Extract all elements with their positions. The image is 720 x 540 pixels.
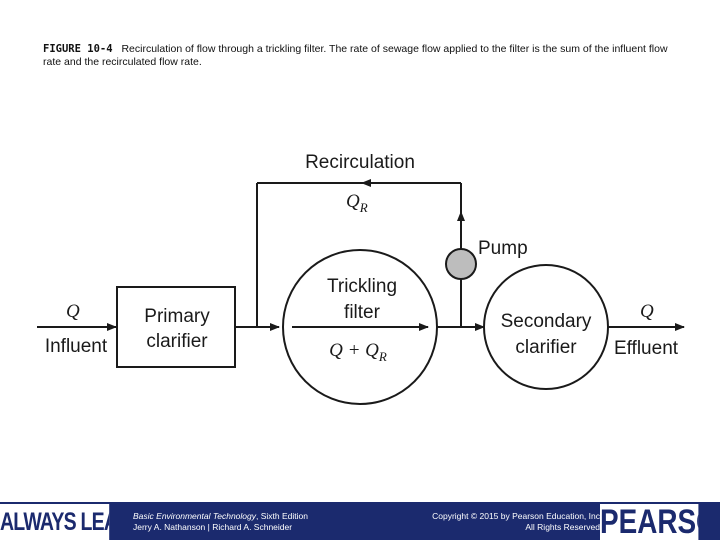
- recirculation-label: Recirculation: [305, 152, 415, 173]
- trickling-filter-label-line1: Trickling: [327, 276, 397, 297]
- trickling-filter-label-line2: filter: [344, 302, 381, 323]
- pearson-logo: PEARSON: [600, 504, 699, 540]
- copyright-text: Copyright © 2015 by Pearson Education, I…: [432, 511, 600, 521]
- pump-icon: [445, 248, 477, 280]
- book-credit: Basic Environmental Technology, Sixth Ed…: [133, 511, 308, 533]
- book-title: Basic Environmental Technology: [133, 511, 257, 521]
- primary-clarifier-label-line1: Primary: [144, 306, 210, 327]
- book-edition: , Sixth Edition: [256, 511, 308, 521]
- primary-clarifier-label-line2: clarifier: [146, 331, 208, 352]
- pump-label: Pump: [478, 238, 528, 259]
- copyright-notice: Copyright © 2015 by Pearson Education, I…: [396, 511, 600, 533]
- secondary-clarifier-label-line1: Secondary: [501, 311, 592, 332]
- filter-flow-label: Q + QR: [329, 340, 387, 364]
- influent-label: Influent: [45, 336, 108, 357]
- influent-flow-label: Q: [66, 301, 80, 322]
- always-learning-logo: ALWAYS LEARNING: [0, 504, 110, 540]
- recirculation-flow-label: QR: [346, 191, 368, 215]
- effluent-label: Effluent: [614, 338, 679, 359]
- book-authors: Jerry A. Nathanson | Richard A. Schneide…: [133, 522, 293, 532]
- rights-text: All Rights Reserved: [525, 522, 600, 532]
- figure-label: FIGURE 10-4: [43, 43, 113, 55]
- flow-diagram: Recirculation QR Pump Q Influent Primary…: [37, 152, 685, 405]
- book-title-line: Basic Environmental Technology, Sixth Ed…: [133, 511, 308, 522]
- caption-text: Recirculation of flow through a tricklin…: [43, 43, 668, 68]
- secondary-clarifier-label-line2: clarifier: [515, 337, 577, 358]
- figure-caption: FIGURE 10-4 Recirculation of flow throug…: [43, 43, 683, 69]
- effluent-flow-label: Q: [640, 301, 654, 322]
- footer-bar: ALWAYS LEARNING Basic Environmental Tech…: [0, 502, 720, 540]
- primary-clarifier-box: [116, 286, 236, 368]
